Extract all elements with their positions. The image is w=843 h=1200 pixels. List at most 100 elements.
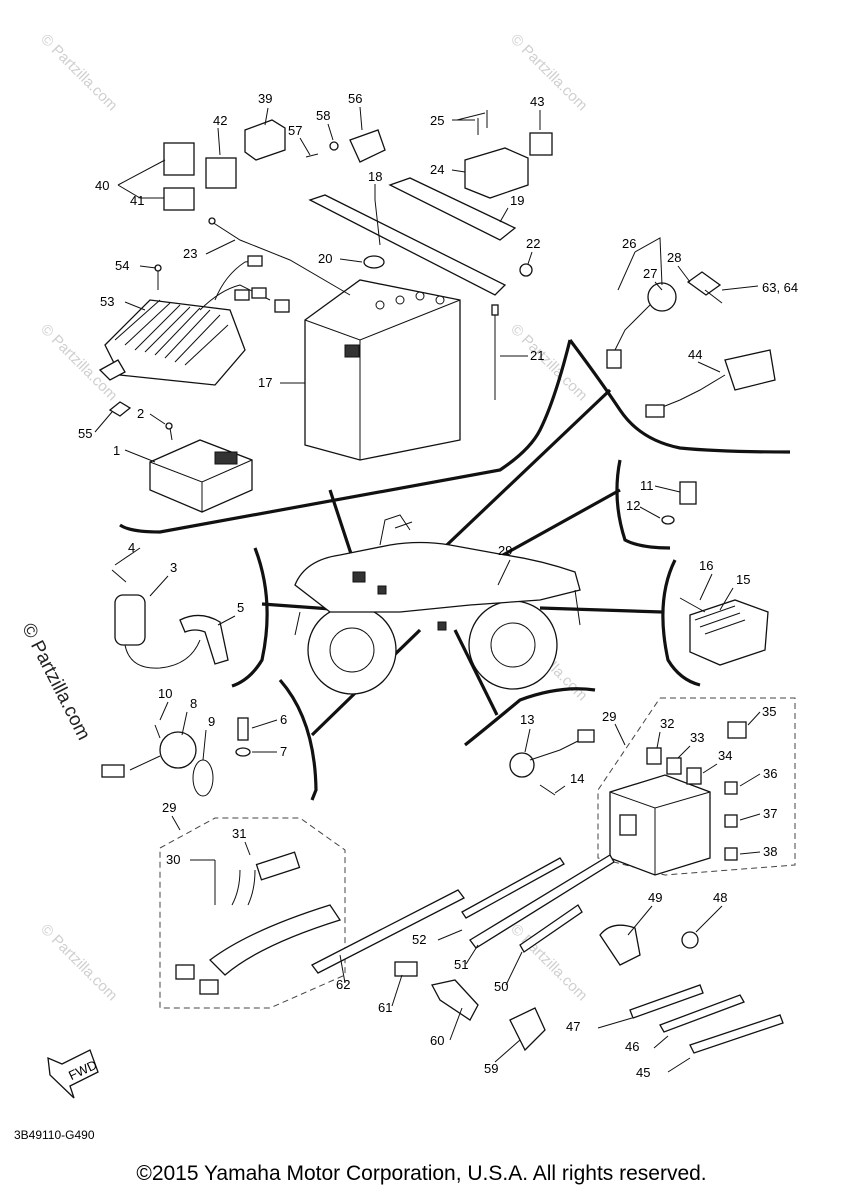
fuse-box — [597, 697, 796, 876]
callout-40: 40 — [95, 178, 109, 193]
callout-24: 24 — [430, 162, 444, 177]
callout-19: 19 — [510, 193, 524, 208]
callout-45: 45 — [636, 1065, 650, 1080]
fuse-36 — [724, 781, 738, 795]
sensor-boundary — [615, 459, 671, 550]
callout-13: 13 — [520, 712, 534, 727]
fuse-38 — [724, 847, 738, 861]
wire-harness — [159, 817, 346, 1009]
callout-34: 34 — [718, 748, 732, 763]
callout-labels: 1 2 3 4 5 6 7 8 9 10 11 12 13 14 15 16 1… — [78, 91, 798, 1080]
callout-29a: 29 — [498, 543, 512, 558]
fuse-35 — [727, 721, 747, 739]
control-unit — [98, 255, 290, 386]
callout-31: 31 — [232, 826, 246, 841]
sensor-6 — [237, 717, 249, 741]
speed-sensor — [509, 729, 595, 778]
cable-ties — [311, 854, 784, 1054]
sensor2-boundary — [278, 678, 318, 801]
battery-cover — [388, 177, 517, 241]
highlight-block — [377, 585, 387, 595]
callout-59: 59 — [484, 1061, 498, 1076]
harness-boundary — [464, 687, 596, 747]
callout-2: 2 — [137, 406, 144, 421]
key — [686, 271, 723, 304]
watermark: © Partzilla.com — [37, 31, 120, 114]
screw-10 — [154, 724, 161, 739]
top-left-boundary — [119, 339, 572, 534]
clamps — [394, 924, 699, 1052]
callout-51: 51 — [454, 957, 468, 972]
wire-lead — [208, 217, 351, 296]
cable-tie-51 — [469, 854, 615, 949]
callout-62: 62 — [336, 977, 350, 992]
sensor-11 — [679, 481, 697, 505]
callout-14: 14 — [570, 771, 584, 786]
ecu — [149, 439, 253, 513]
leader-line — [453, 629, 499, 716]
handlebar — [379, 514, 411, 546]
callout-52: 52 — [412, 932, 426, 947]
callout-56: 56 — [348, 91, 362, 106]
bolt-4 — [111, 569, 127, 583]
watermark: © Partzilla.com — [507, 321, 590, 404]
callout-36: 36 — [763, 766, 777, 781]
battery — [304, 279, 461, 461]
fuse-33 — [666, 757, 682, 775]
callout-47: 47 — [566, 1019, 580, 1034]
washer-12 — [661, 515, 675, 525]
fwd-arrow-icon: FWD — [47, 1049, 99, 1099]
callout-27: 27 — [643, 266, 657, 281]
callout-16: 16 — [699, 558, 713, 573]
clamp-48 — [681, 931, 699, 949]
callout-6: 6 — [280, 712, 287, 727]
clamp-49 — [599, 924, 641, 966]
bolt-16 — [679, 597, 706, 613]
highlight-block — [437, 621, 447, 631]
main-switch — [606, 282, 677, 369]
pickup-coil — [101, 731, 197, 778]
front-wheel — [307, 605, 397, 695]
callout-22: 22 — [526, 236, 540, 251]
cable-tie-47 — [629, 984, 704, 1019]
callout-18: 18 — [368, 169, 382, 184]
callout-58: 58 — [316, 108, 330, 123]
bolt — [154, 264, 162, 290]
watermark: © Partzilla.com — [507, 31, 590, 114]
clamp-60 — [431, 979, 479, 1021]
callout-43: 43 — [530, 94, 544, 109]
callout-63-64: 63, 64 — [762, 280, 798, 295]
callout-25: 25 — [430, 113, 444, 128]
callout-28: 28 — [667, 250, 681, 265]
callout-46: 46 — [625, 1039, 639, 1054]
cable-tie-62 — [311, 889, 465, 974]
bracket — [108, 401, 132, 417]
atv-vehicle — [294, 514, 581, 695]
callout-29b: 29 — [602, 709, 616, 724]
battery-band — [308, 194, 507, 296]
callout-55: 55 — [78, 426, 92, 441]
cable-tie-52 — [461, 857, 565, 919]
callout-57: 57 — [288, 123, 302, 138]
rectifier-regulator — [689, 599, 769, 666]
copyright-notice: ©2015 Yamaha Motor Corporation, U.S.A. A… — [136, 1162, 707, 1185]
callout-44: 44 — [688, 347, 702, 362]
sensor-56 — [349, 129, 386, 163]
fuse-37 — [724, 814, 738, 828]
cable-tie-46 — [659, 994, 745, 1033]
callout-21: 21 — [530, 348, 544, 363]
o-ring — [192, 759, 214, 797]
cable-tie-50 — [519, 904, 583, 953]
fuse-34 — [686, 767, 702, 785]
plug-cap — [179, 614, 229, 665]
callout-9: 9 — [208, 714, 215, 729]
callout-15: 15 — [736, 572, 750, 587]
callout-7: 7 — [280, 744, 287, 759]
watermark: © Partzilla.com — [37, 921, 120, 1004]
relay-42 — [205, 157, 237, 189]
ignition-coil — [114, 594, 201, 669]
relay-bolts — [477, 110, 488, 135]
callout-48: 48 — [713, 890, 727, 905]
callout-30: 30 — [166, 852, 180, 867]
relay — [529, 132, 553, 156]
